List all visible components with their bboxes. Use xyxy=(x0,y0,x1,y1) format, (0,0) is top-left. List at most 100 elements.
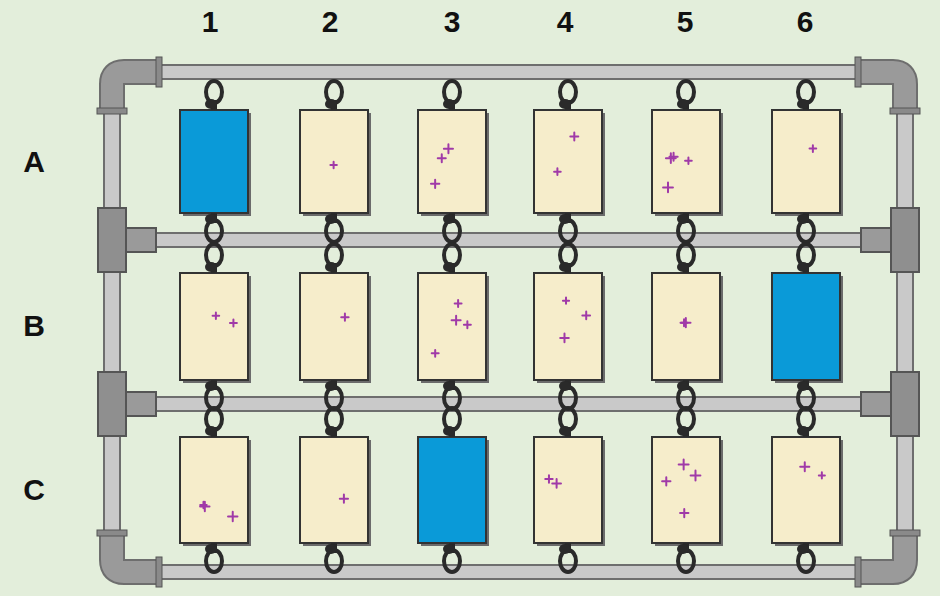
pipe-tee xyxy=(98,372,126,436)
bag-clamp xyxy=(797,99,809,109)
cell-mark xyxy=(691,471,701,481)
culture-bag xyxy=(180,110,248,213)
pipe xyxy=(104,72,120,572)
bag-clamp xyxy=(443,214,455,224)
culture-bag xyxy=(180,273,248,380)
pipe-tee xyxy=(98,208,126,272)
culture-bag xyxy=(180,437,248,543)
bag-clamp xyxy=(797,262,809,272)
pipe-tee xyxy=(861,392,891,416)
column-number: 6 xyxy=(797,7,814,37)
culture-bag xyxy=(300,273,368,380)
pipe-elbow xyxy=(112,72,156,108)
pipe-elbow xyxy=(861,72,905,108)
cell-mark xyxy=(582,312,590,320)
bag-clamp xyxy=(797,544,809,554)
culture-bag xyxy=(418,110,486,213)
pipe-tee xyxy=(891,208,919,272)
bag-clamp xyxy=(559,544,571,554)
cell-mark xyxy=(545,475,552,482)
cell-mark xyxy=(681,319,688,326)
cell-mark xyxy=(810,145,817,152)
cell-mark xyxy=(663,182,673,192)
bag-clamp xyxy=(325,99,337,109)
cell-mark xyxy=(662,477,670,485)
bag-clamp xyxy=(677,99,689,109)
bag-clamp xyxy=(325,381,337,391)
bag-clamp xyxy=(325,262,337,272)
bag-clamp xyxy=(205,381,217,391)
cell-mark xyxy=(438,154,446,162)
pipe xyxy=(897,72,913,572)
pipe-tee xyxy=(126,392,156,416)
cell-mark xyxy=(330,162,336,168)
pipe-elbow xyxy=(861,536,905,572)
bag-clamp xyxy=(205,262,217,272)
bag-clamp xyxy=(325,544,337,554)
pipe-collar xyxy=(855,557,861,587)
row-letter: C xyxy=(23,475,45,505)
pipe-collar xyxy=(890,530,920,536)
culture-bag xyxy=(300,110,368,213)
pipe xyxy=(112,233,905,247)
culture-bag xyxy=(418,437,486,543)
culture-bag xyxy=(772,110,840,213)
culture-bag xyxy=(652,110,720,213)
bag-clamp xyxy=(205,544,217,554)
bag-clamp xyxy=(797,214,809,224)
pipe-collar xyxy=(855,57,861,87)
bag-clamp xyxy=(797,426,809,436)
column-number: 2 xyxy=(322,7,339,37)
cell-mark xyxy=(432,350,439,357)
row-letter: B xyxy=(23,311,45,341)
cell-mark xyxy=(552,479,561,488)
bag-clamp xyxy=(443,381,455,391)
bag-clamp xyxy=(443,426,455,436)
bag-clamp xyxy=(443,99,455,109)
bag-clamp xyxy=(677,262,689,272)
pipe-tee xyxy=(891,372,919,436)
culture-bag xyxy=(418,273,486,380)
cell-mark xyxy=(431,180,439,188)
pipe-elbow xyxy=(112,536,156,572)
culture-bag xyxy=(772,437,840,543)
culture-bag xyxy=(652,273,720,380)
bag-clamp xyxy=(443,544,455,554)
cell-mark xyxy=(681,318,690,327)
bag-clamp xyxy=(325,426,337,436)
column-number: 4 xyxy=(557,7,574,37)
cell-mark xyxy=(464,321,471,328)
bag-clamp xyxy=(797,381,809,391)
cell-mark xyxy=(444,144,453,153)
bag-clamp xyxy=(559,262,571,272)
bag-clamp xyxy=(559,214,571,224)
pipe xyxy=(112,397,905,411)
column-number: 1 xyxy=(202,7,219,37)
cell-mark xyxy=(341,313,348,320)
bag-clamp xyxy=(325,214,337,224)
column-number: 3 xyxy=(444,7,461,37)
pipe-tee xyxy=(861,228,891,252)
bag-clamp xyxy=(443,262,455,272)
bag-clamp xyxy=(205,426,217,436)
pipe xyxy=(112,65,905,79)
pipe-elbow xyxy=(861,536,905,572)
cell-mark xyxy=(213,313,220,320)
pipe-collar xyxy=(156,57,162,87)
cell-mark xyxy=(554,168,561,175)
cell-mark xyxy=(679,460,689,470)
cell-mark xyxy=(560,334,569,343)
bag-clamp xyxy=(559,99,571,109)
pipe-tee xyxy=(126,228,156,252)
cell-mark xyxy=(570,133,578,141)
pipe-elbow xyxy=(861,72,905,108)
culture-bag xyxy=(300,437,368,543)
culture-bag xyxy=(772,273,840,380)
cell-mark xyxy=(230,320,237,327)
cell-mark xyxy=(452,316,461,325)
pipe-elbow xyxy=(112,72,156,108)
cell-mark xyxy=(200,502,209,511)
cell-mark xyxy=(340,495,348,503)
bag-clamp xyxy=(205,99,217,109)
